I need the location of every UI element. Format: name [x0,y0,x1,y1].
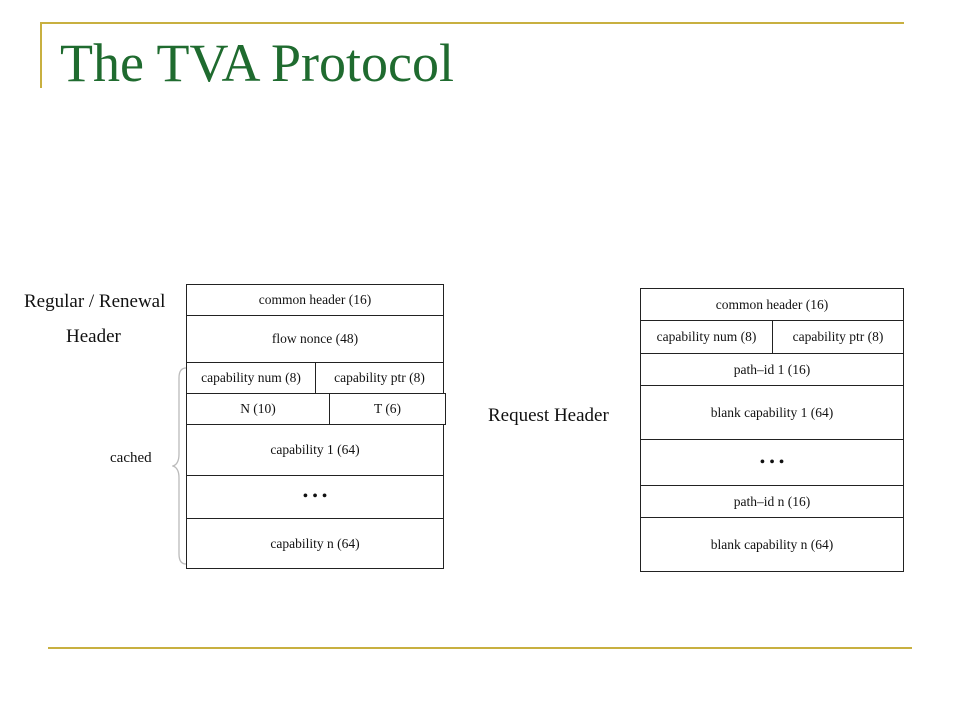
regular-n-field: N (10) [186,393,330,425]
regular-t-field: T (6) [329,393,446,425]
cached-label: cached [110,450,152,466]
bottom-rule [48,647,912,649]
left-rule [40,22,42,88]
regular-capability-1-field: capability 1 (64) [186,424,444,476]
request-path-id-n-field: path–id n (16) [640,485,904,518]
request-capability-ptr-field: capability ptr (8) [772,320,904,354]
regular-common-header-field: common header (16) [186,284,444,316]
regular-capability-ptr-field: capability ptr (8) [315,362,444,394]
request-ellipsis-field: • • • [640,439,904,486]
regular-ellipsis-field: • • • [186,475,444,519]
request-blank-capability-1-field: blank capability 1 (64) [640,385,904,440]
regular-flow-nonce-field: flow nonce (48) [186,315,444,363]
cached-brace [172,367,187,565]
request-capability-num-field: capability num (8) [640,320,773,354]
regular-header-label-line2: Header [66,326,121,347]
request-common-header-field: common header (16) [640,288,904,321]
regular-capability-n-field: capability n (64) [186,518,444,569]
request-header-label: Request Header [488,405,609,426]
regular-header-label-line1: Regular / Renewal [24,291,166,312]
request-path-id-1-field: path–id 1 (16) [640,353,904,386]
top-rule [40,22,904,24]
request-blank-capability-n-field: blank capability n (64) [640,517,904,572]
regular-capability-num-field: capability num (8) [186,362,316,394]
slide-title: The TVA Protocol [60,33,455,93]
